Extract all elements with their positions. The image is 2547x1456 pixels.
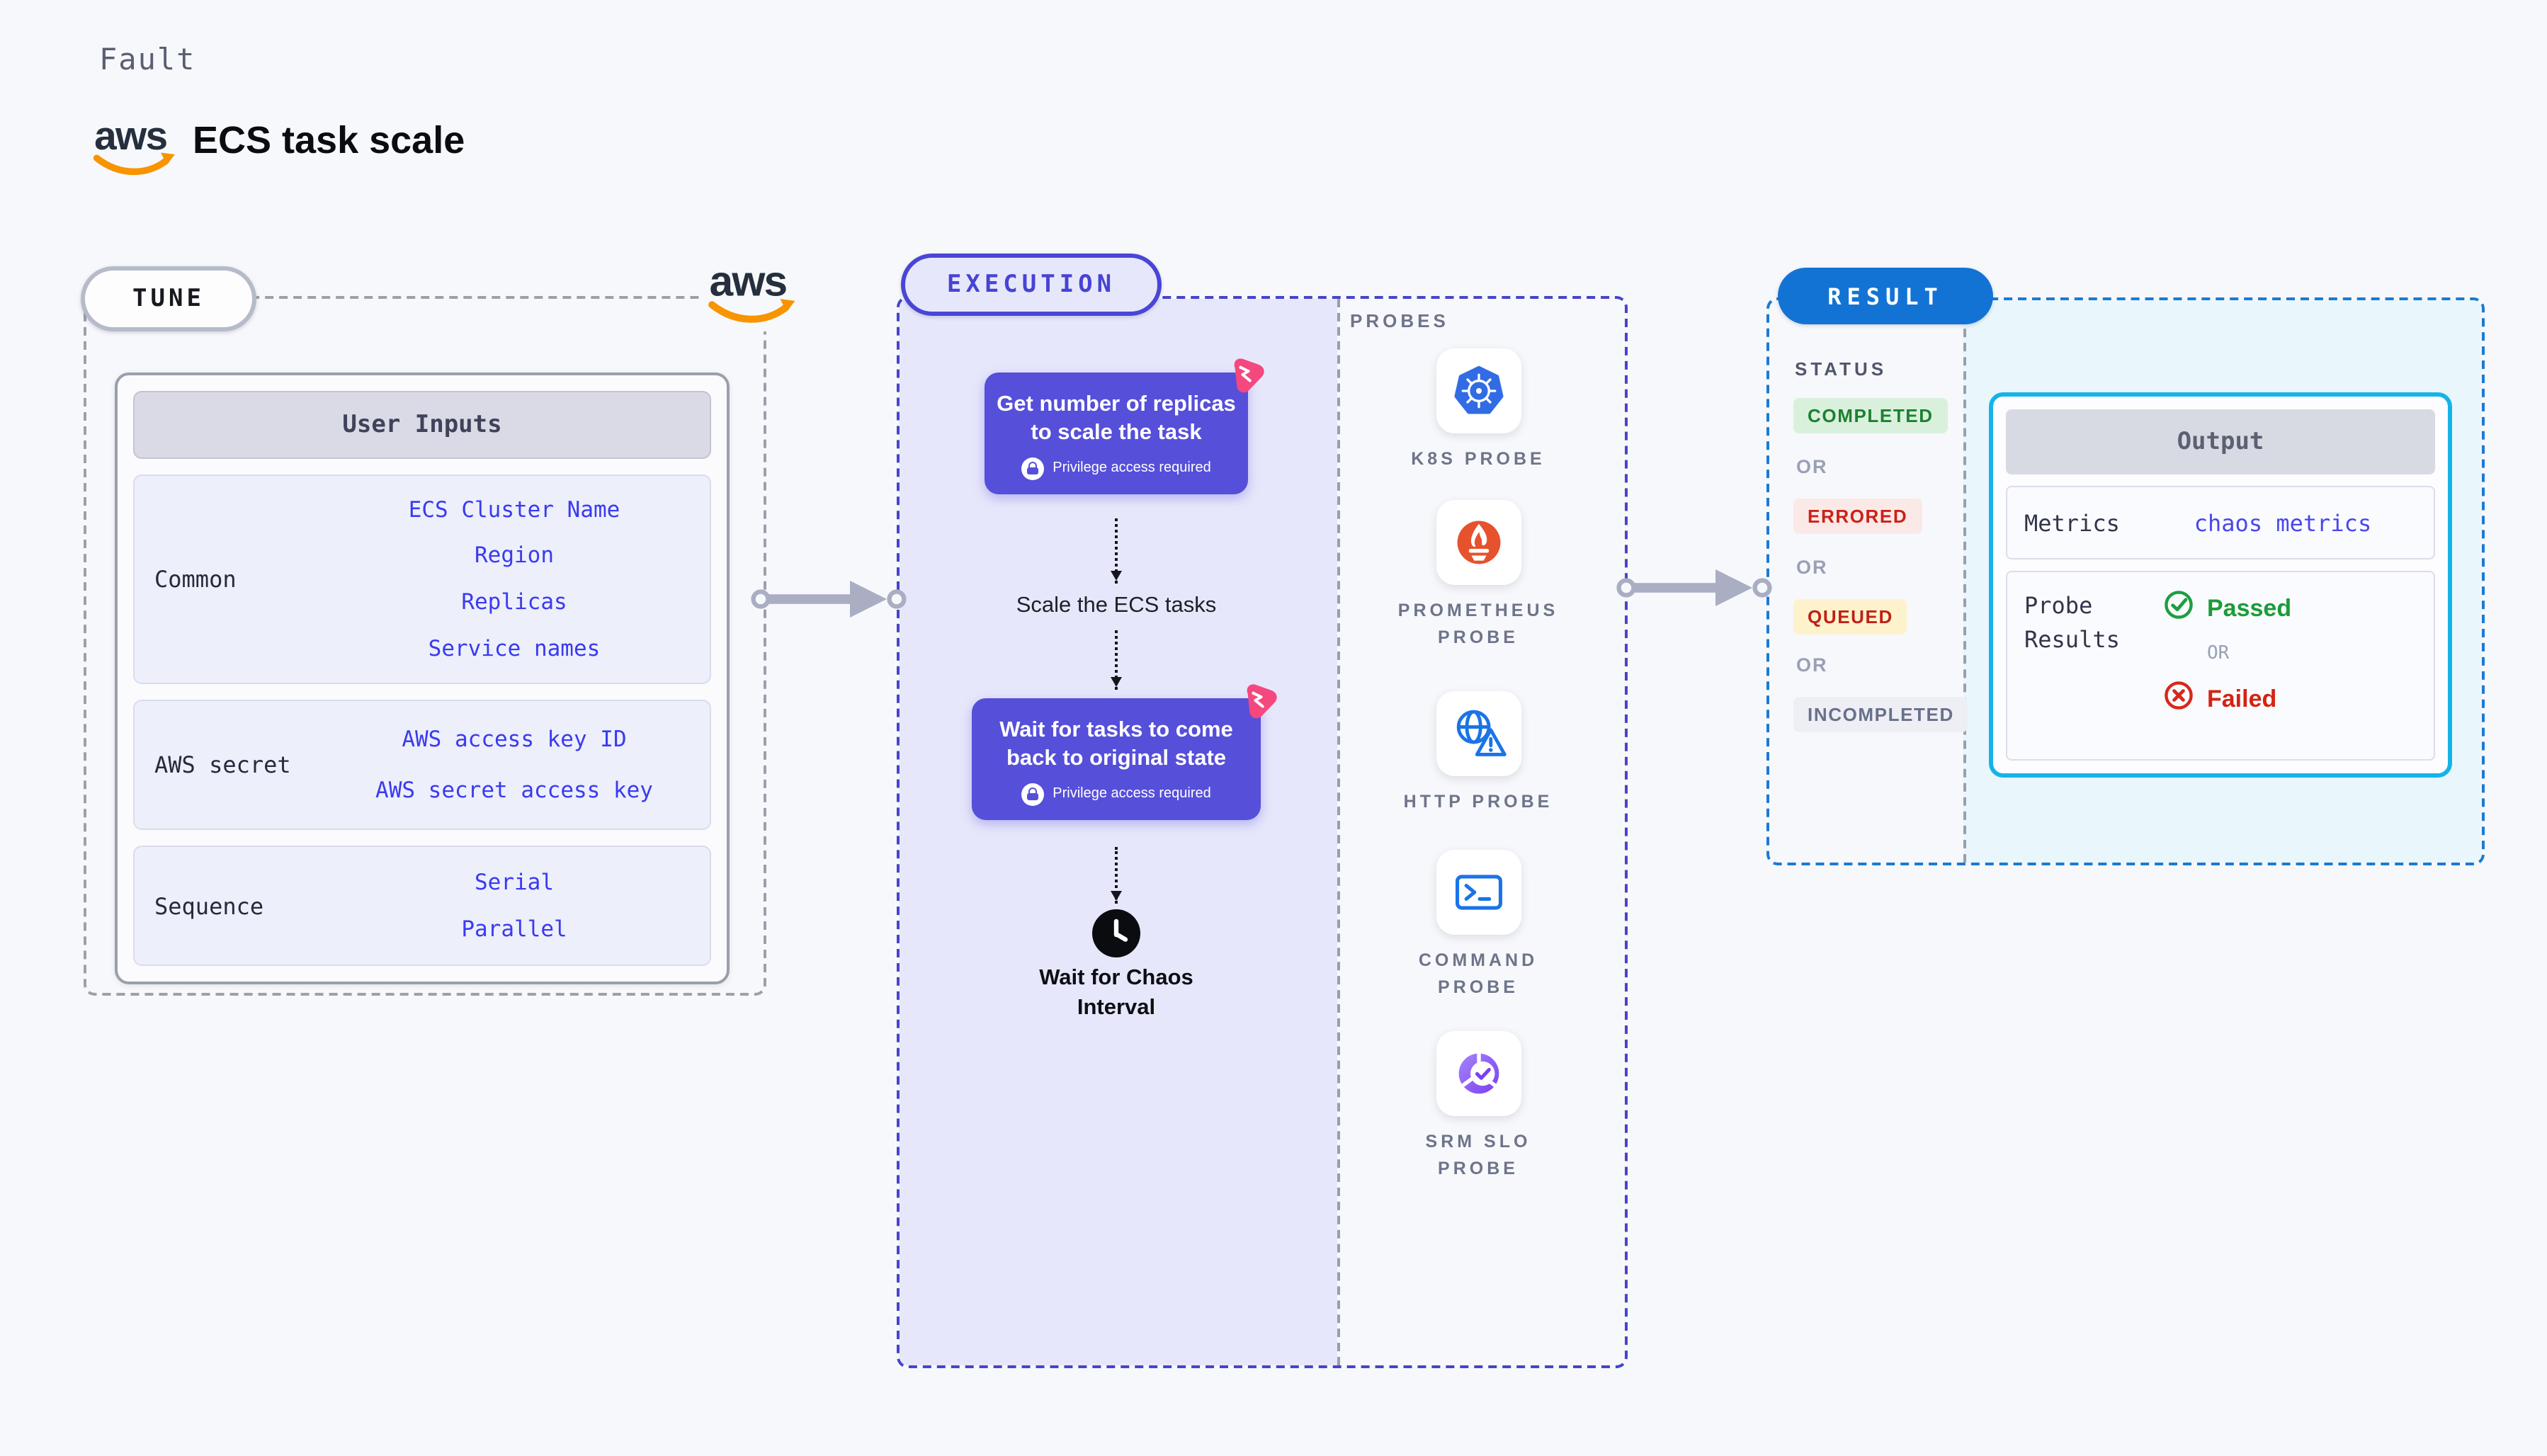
- clock-icon: [1091, 908, 1142, 959]
- probe-results-label: Probe Results: [2024, 592, 2120, 653]
- failed-label: Failed: [2207, 685, 2277, 712]
- metrics-label: Metrics: [2024, 509, 2120, 536]
- probes-divider: [1337, 299, 1340, 1365]
- fault-kicker: Fault: [99, 42, 196, 76]
- input-row-label: Sequence: [154, 892, 264, 920]
- probe-label: SRM SLO PROBE: [1425, 1132, 1531, 1178]
- probe-prometheus: PROMETHEUS PROBE: [1334, 500, 1622, 651]
- chaos-fault-icon: [1237, 679, 1279, 721]
- probe-results-values: Passed OR Failed: [2155, 589, 2417, 742]
- probe-label: COMMAND PROBE: [1418, 950, 1538, 997]
- probe-label: PROMETHEUS PROBE: [1397, 601, 1559, 647]
- step-scale-tasks-text: Scale the ECS tasks: [1016, 593, 1217, 618]
- output-card: Output Metrics chaos metrics Probe Resul…: [1989, 392, 2452, 778]
- privilege-label: Privilege access required: [1053, 786, 1211, 802]
- dotted-connector-icon: [1111, 630, 1122, 690]
- param-link-parallel[interactable]: Parallel: [461, 916, 567, 943]
- status-or-label: OR: [1796, 557, 1828, 578]
- result-divider: [1963, 300, 1966, 863]
- status-or-label: OR: [1796, 654, 1828, 676]
- input-row-items: Serial Parallel: [330, 848, 698, 965]
- status-heading: STATUS: [1795, 358, 1888, 380]
- input-row-common: Common ECS Cluster Name Region Replicas …: [133, 474, 711, 684]
- check-circle-icon: [2163, 589, 2194, 627]
- probe-srm-slo: SRM SLO PROBE: [1334, 1031, 1622, 1182]
- x-circle-icon: [2163, 680, 2194, 718]
- input-row-aws-secret: AWS secret AWS access key ID AWS secret …: [133, 699, 711, 831]
- probes-heading: PROBES: [1350, 310, 1449, 331]
- step-get-replicas-card: Get number of replicas to scale the task…: [985, 358, 1264, 494]
- status-badge-completed: COMPLETED: [1793, 398, 1948, 433]
- tune-group-box: [84, 296, 766, 996]
- passed-line: Passed: [2163, 589, 2417, 627]
- lock-icon: [1021, 457, 1045, 480]
- aws-logo-icon: aws: [91, 110, 178, 181]
- failed-line: Failed: [2163, 680, 2417, 718]
- user-inputs-header: User Inputs: [133, 391, 711, 459]
- param-link-service-names[interactable]: Service names: [428, 635, 601, 661]
- privilege-label: Privilege access required: [1053, 460, 1211, 477]
- step-title: Wait for tasks to come back to original …: [999, 718, 1233, 770]
- http-icon: [1436, 691, 1521, 776]
- probe-label: HTTP PROBE: [1403, 792, 1553, 812]
- tune-pill: TUNE: [81, 266, 256, 331]
- chaos-metrics-link[interactable]: chaos metrics: [2194, 509, 2372, 536]
- metrics-row: Metrics chaos metrics: [2006, 486, 2435, 559]
- step-wait-tasks-card: Wait for tasks to come back to original …: [972, 684, 1277, 820]
- privilege-row: Privilege access required: [983, 783, 1249, 806]
- probe-http: HTTP PROBE: [1334, 691, 1622, 816]
- probe-or-label: OR: [2207, 643, 2230, 664]
- output-header: Output: [2006, 409, 2435, 474]
- svg-text:aws: aws: [710, 257, 787, 305]
- input-row-items: AWS access key ID AWS secret access key: [330, 700, 698, 829]
- param-link-ecs-cluster-name[interactable]: ECS Cluster Name: [408, 496, 620, 523]
- lock-icon: [1021, 783, 1045, 806]
- dotted-connector-icon: [1111, 847, 1122, 904]
- arrow-execution-to-result-icon: [1616, 567, 1772, 616]
- probe-k8s: K8S PROBE: [1334, 348, 1622, 473]
- aws-logo-icon: aws: [703, 252, 802, 331]
- user-inputs-card: User Inputs Common ECS Cluster Name Regi…: [115, 372, 730, 984]
- passed-label: Passed: [2207, 594, 2292, 621]
- page-title: ECS task scale: [193, 119, 465, 161]
- k8s-icon: [1436, 348, 1521, 433]
- step-title: Get number of replicas to scale the task: [997, 392, 1236, 445]
- command-icon: [1436, 850, 1521, 935]
- prometheus-icon: [1436, 500, 1521, 585]
- status-or-label: OR: [1796, 456, 1828, 477]
- probe-label: K8S PROBE: [1411, 449, 1545, 469]
- arrow-tune-to-execution-icon: [751, 578, 907, 627]
- status-badge-errored: ERRORED: [1793, 499, 1922, 534]
- param-link-aws-access-key-id[interactable]: AWS access key ID: [402, 726, 627, 752]
- param-link-serial[interactable]: Serial: [475, 869, 554, 895]
- srm-slo-icon: [1436, 1031, 1521, 1116]
- status-badge-queued: QUEUED: [1793, 599, 1907, 635]
- execution-pill: EXECUTION: [901, 254, 1162, 316]
- input-row-sequence: Sequence Serial Parallel: [133, 846, 711, 966]
- param-link-replicas[interactable]: Replicas: [461, 589, 567, 615]
- param-link-aws-secret-access-key[interactable]: AWS secret access key: [375, 778, 653, 804]
- input-row-label: AWS secret: [154, 751, 291, 778]
- result-pill: RESULT: [1778, 268, 1993, 324]
- dotted-connector-icon: [1111, 518, 1122, 584]
- probe-results-row: Probe Results Passed OR: [2006, 571, 2435, 761]
- chaos-fault-icon: [1225, 353, 1266, 395]
- wait-chaos-interval-label: Wait for Chaos Interval: [1039, 966, 1193, 1020]
- param-link-region[interactable]: Region: [475, 542, 554, 569]
- probe-command: COMMAND PROBE: [1334, 850, 1622, 1001]
- privilege-row: Privilege access required: [996, 457, 1237, 480]
- svg-text:aws: aws: [94, 114, 166, 159]
- status-badge-incompleted: INCOMPLETED: [1793, 697, 1968, 732]
- input-row-label: Common: [154, 565, 237, 593]
- input-row-items: ECS Cluster Name Region Replicas Service…: [330, 476, 698, 682]
